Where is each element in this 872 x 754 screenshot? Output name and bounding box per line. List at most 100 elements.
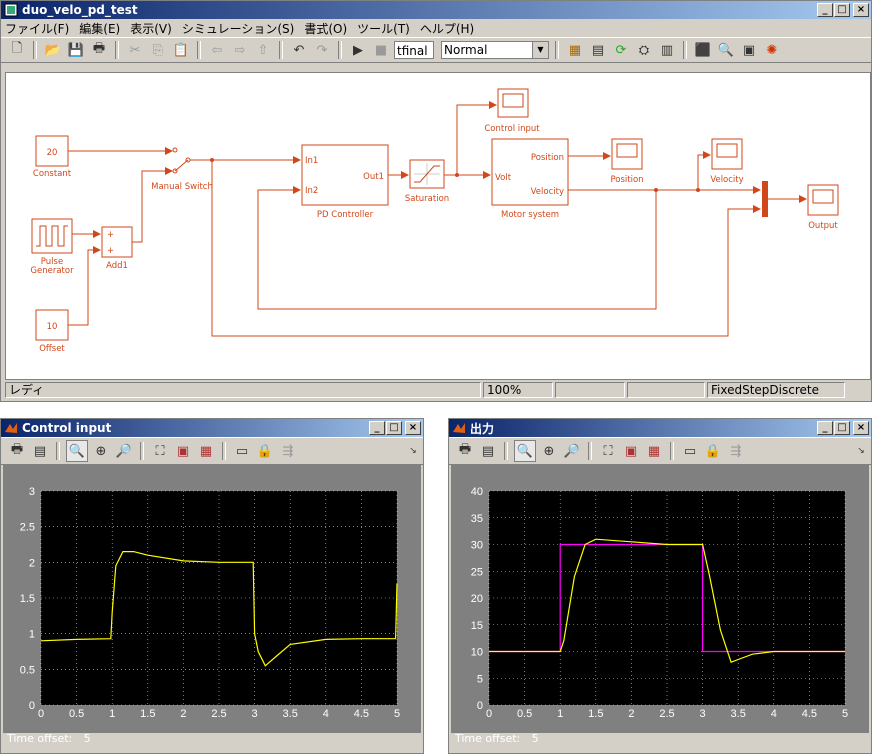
mux-block[interactable] (762, 181, 768, 217)
scope-position-label: Position (610, 175, 643, 185)
pd-controller-block[interactable]: In1 In2 Out1 PD Controller (301, 144, 389, 220)
open-icon[interactable]: 📂 (44, 42, 62, 58)
menu-tools[interactable]: ツール(T) (357, 21, 410, 36)
close-button[interactable]: × (853, 3, 869, 17)
paste-icon[interactable]: 📋 (172, 42, 190, 58)
maximize-button[interactable]: □ (834, 3, 850, 17)
motor-system-block[interactable]: Volt Position Velocity Motor system (491, 138, 569, 220)
add-block[interactable]: + + Add1 (101, 226, 133, 271)
floating-scope-icon[interactable]: ▭ (235, 443, 249, 459)
debug-icon[interactable]: ⛭ (638, 42, 650, 58)
redo-icon[interactable]: ↷ (316, 42, 328, 58)
copy-icon[interactable]: ⎘ (152, 42, 164, 58)
lock-icon[interactable]: 🔒 (704, 443, 722, 459)
control-input-scope[interactable]: Control input (484, 88, 540, 134)
zoom-y-icon[interactable]: 🔎 (563, 443, 581, 459)
lock-icon[interactable]: 🔒 (256, 443, 274, 459)
floating-scope-icon[interactable]: ▭ (683, 443, 697, 459)
start-icon[interactable]: ▶ (353, 42, 363, 58)
refresh-icon[interactable]: ⟳ (615, 42, 627, 58)
scope-right-title: 出力 (470, 421, 495, 436)
position-scope[interactable]: Position (610, 138, 644, 185)
saturation-block[interactable]: Saturation (405, 159, 449, 204)
print-icon[interactable]: 🖶 (10, 442, 24, 457)
sim-mode-select[interactable]: Normal ▼ (441, 41, 549, 59)
new-icon[interactable]: 🗋 (11, 41, 23, 56)
scope-right-title-bar[interactable]: 出力 _ □ × (449, 419, 871, 437)
zoom-icon[interactable]: 🔍 (66, 440, 88, 462)
autoscale-icon[interactable]: ⛶ (155, 443, 165, 459)
velocity-scope[interactable]: Velocity (710, 138, 744, 185)
debugger-icon[interactable]: ✺ (766, 42, 778, 58)
zoom-x-icon[interactable]: ⊕ (543, 443, 555, 459)
y-tick-label: 0.5 (20, 664, 35, 676)
menu-file[interactable]: ファイル(F) (5, 21, 70, 36)
forward-icon[interactable]: ⇨ (234, 42, 246, 58)
parameters-icon[interactable]: ▤ (481, 443, 495, 459)
manual-switch-block[interactable]: Manual Switch (151, 147, 213, 192)
time-offset-label: Time offset: (7, 732, 73, 745)
library-browser-icon[interactable]: ⬛ (694, 42, 712, 58)
add-label: Add1 (106, 261, 128, 271)
y-tick-label: 0 (477, 700, 483, 712)
print-icon[interactable]: 🖶 (92, 41, 106, 56)
zoom-y-icon[interactable]: 🔎 (115, 443, 133, 459)
minimize-button[interactable]: _ (369, 421, 385, 435)
minimize-button[interactable]: _ (817, 3, 833, 17)
restore-axes-icon[interactable]: ▦ (199, 443, 213, 459)
undo-icon[interactable]: ↶ (293, 42, 305, 58)
zoom-icon[interactable]: 🔍 (514, 440, 536, 462)
motor-out-velocity: Velocity (531, 187, 564, 197)
minimize-button[interactable]: _ (817, 421, 833, 435)
constant-block[interactable]: 20 Constant (33, 135, 72, 179)
menu-edit[interactable]: 編集(E) (79, 21, 121, 36)
back-icon[interactable]: ⇦ (211, 42, 223, 58)
build-icon[interactable]: ▦ (568, 42, 582, 58)
scope-left-title-bar[interactable]: Control input _ □ × (1, 419, 423, 437)
maximize-button[interactable]: □ (386, 421, 402, 435)
stop-icon[interactable]: ■ (374, 42, 388, 58)
scope-velocity-label: Velocity (710, 175, 743, 185)
model-browser-icon[interactable]: 🔍 (717, 42, 735, 58)
menu-help[interactable]: ヘルプ(H) (419, 21, 475, 36)
model-canvas[interactable]: 20 Constant Pulse Generator + + Add1 10 (5, 72, 871, 380)
incremental-build-icon[interactable]: ▤ (591, 42, 605, 58)
zoom-x-icon[interactable]: ⊕ (95, 443, 107, 459)
model-title-bar[interactable]: duo_velo_pd_test _ □ × (1, 1, 871, 19)
save-icon[interactable]: 💾 (67, 42, 85, 58)
x-tick-label: 2.5 (211, 708, 226, 720)
signal-selection-icon[interactable]: ⇶ (282, 443, 294, 459)
signal-selection-icon[interactable]: ⇶ (730, 443, 742, 459)
time-offset-right: Time offset: 5 (455, 732, 539, 745)
up-icon[interactable]: ⇧ (257, 42, 269, 58)
offset-value: 10 (47, 322, 58, 332)
menu-format[interactable]: 書式(O) (304, 21, 348, 36)
close-button[interactable]: × (853, 421, 869, 435)
chevron-down-icon[interactable]: ▼ (532, 42, 548, 58)
x-tick-label: 2 (180, 708, 186, 720)
pulse-generator-block[interactable]: Pulse Generator (30, 218, 74, 276)
offset-block[interactable]: 10 Offset (35, 309, 69, 354)
cut-icon[interactable]: ✂ (129, 42, 141, 58)
maximize-button[interactable]: □ (834, 421, 850, 435)
model-settings-icon[interactable]: ▥ (660, 42, 674, 58)
parameters-icon[interactable]: ▤ (33, 443, 47, 459)
menu-simulation[interactable]: シミュレーション(S) (181, 21, 295, 36)
close-button[interactable]: × (405, 421, 421, 435)
dock-arrow-icon[interactable]: ↘ (409, 446, 417, 456)
output-scope[interactable]: Output (807, 184, 839, 231)
print-icon[interactable]: 🖶 (458, 442, 472, 457)
scope-left-toolbar: 🖶 ▤ 🔍 ⊕ 🔎 ⛶ ▣ ▦ ▭ 🔒 ⇶ ↘ (1, 437, 423, 465)
autoscale-icon[interactable]: ⛶ (603, 443, 613, 459)
restore-axes-icon[interactable]: ▦ (647, 443, 661, 459)
save-axes-icon[interactable]: ▣ (176, 443, 190, 459)
save-axes-icon[interactable]: ▣ (624, 443, 638, 459)
dock-arrow-icon[interactable]: ↘ (857, 446, 865, 456)
stop-time-input[interactable]: tfinal (394, 41, 434, 59)
model-explorer-icon[interactable]: ▣ (742, 42, 756, 58)
menu-view[interactable]: 表示(V) (130, 21, 172, 36)
x-tick-label: 0 (38, 708, 44, 720)
